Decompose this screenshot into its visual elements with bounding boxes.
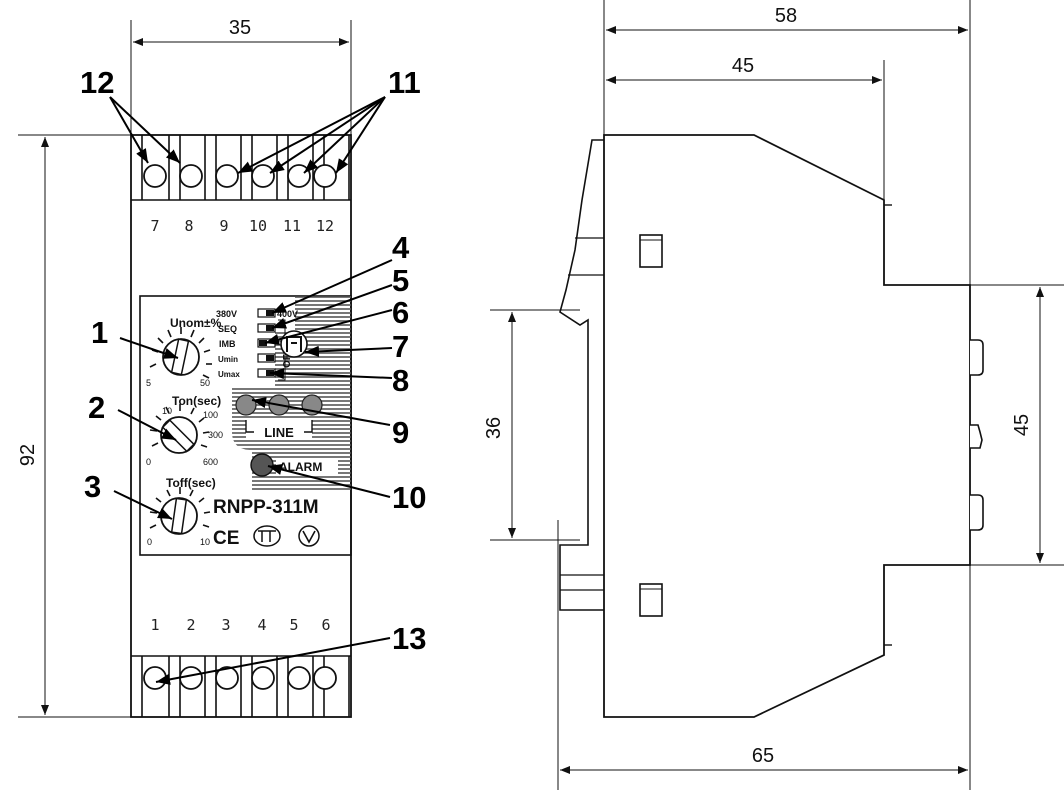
callout-5: 5 — [392, 263, 409, 298]
model-name: RNPP-311M — [213, 497, 319, 518]
terminal-label-9: 9 — [219, 217, 228, 235]
knob-ton-300: 300 — [208, 430, 223, 440]
terminal-label-6: 6 — [321, 616, 330, 634]
terminal-screw-12 — [313, 164, 337, 188]
front-cover-profile — [559, 139, 604, 611]
terminal-screw-3 — [215, 666, 239, 690]
terminal-label-7: 7 — [150, 217, 159, 235]
terminal-label-3: 3 — [221, 616, 230, 634]
ce-mark: CE — [213, 528, 239, 549]
knob-unom-max: 50 — [200, 378, 210, 388]
terminal-label-11: 11 — [283, 217, 301, 235]
knob-ton-10: 10 — [162, 406, 172, 416]
terminal-screw-10 — [251, 164, 275, 188]
terminal-label-4: 4 — [257, 616, 266, 634]
terminal-label-2: 2 — [186, 616, 195, 634]
callout-11: 11 — [388, 65, 421, 100]
callout-7: 7 — [392, 329, 409, 364]
dim-58: 58 — [775, 5, 797, 27]
dip-label-seq: SEQ — [218, 324, 237, 334]
callout-10: 10 — [392, 480, 426, 515]
dim-width: 35 — [229, 17, 251, 39]
dim-height: 92 — [17, 444, 39, 466]
callout-13: 13 — [392, 621, 426, 656]
terminal-screw-6 — [313, 666, 337, 690]
callout-1: 1 — [91, 315, 108, 350]
knob-ton-100: 100 — [203, 410, 218, 420]
callout-4: 4 — [392, 230, 410, 265]
callout-3: 3 — [84, 469, 101, 504]
dim-45-depth: 45 — [732, 55, 754, 77]
alarm-label: ALARM — [279, 460, 322, 474]
bottom-terminal-block: 1 2 3 4 5 6 — [131, 616, 351, 717]
terminal-label-8: 8 — [184, 217, 193, 235]
terminal-label-1: 1 — [150, 616, 159, 634]
line-label: LINE — [264, 425, 294, 440]
front-panel: Unom±% 5 50 Ton(sec) 10 100 300 0 600 — [139, 295, 352, 556]
knob-ton-600: 600 — [203, 457, 218, 467]
front-view: 35 92 7 8 9 — [17, 17, 426, 718]
alarm-led — [250, 453, 274, 477]
certification-check-icon — [298, 525, 320, 547]
pct-mark-icon — [253, 525, 281, 547]
knob-ton-title: Ton(sec) — [172, 394, 221, 408]
dip-label-umax: Umax — [218, 370, 240, 379]
dim-45-rail: 45 — [1011, 414, 1033, 436]
knob-ton-0: 0 — [146, 457, 151, 467]
line-led-1 — [235, 394, 257, 416]
dip-label-off: OFF — [282, 348, 293, 368]
dip-label-400v: 400V — [277, 309, 298, 319]
rail-clip-middle — [970, 424, 983, 449]
knob-toff[interactable] — [149, 487, 211, 535]
dim-65: 65 — [752, 745, 774, 767]
callout-12: 12 — [80, 65, 114, 100]
rail-clip-top — [970, 339, 984, 376]
hatched-area — [232, 296, 351, 492]
terminal-screw-8 — [179, 164, 203, 188]
terminal-label-12: 12 — [316, 217, 334, 235]
knob-ton[interactable] — [149, 404, 210, 454]
callout-9: 9 — [392, 415, 409, 450]
terminal-screw-5 — [287, 666, 311, 690]
knob-toff-min: 0 — [147, 537, 152, 547]
knob-unom-min: 5 — [146, 378, 151, 388]
terminal-screw-2 — [179, 666, 203, 690]
dim-36: 36 — [483, 417, 505, 439]
side-view: 58 45 65 36 45 — [483, 0, 1064, 790]
side-latch-top — [639, 234, 663, 268]
terminal-label-10: 10 — [249, 217, 267, 235]
callout-8: 8 — [392, 363, 409, 398]
callout-2: 2 — [88, 390, 105, 425]
callout-6: 6 — [392, 295, 409, 330]
dip-label-380v: 380V — [216, 309, 237, 319]
rail-clip-bottom — [970, 494, 984, 531]
callout-leaders — [109, 96, 393, 685]
side-latch-bottom — [639, 583, 663, 617]
terminal-screw-4 — [251, 666, 275, 690]
terminal-screw-1 — [143, 666, 167, 690]
dip-label-imb: IMB — [219, 339, 236, 349]
terminal-screw-11 — [287, 164, 311, 188]
top-terminal-block: 7 8 9 10 11 12 — [131, 135, 351, 235]
terminal-screw-9 — [215, 164, 239, 188]
side-housing — [603, 134, 971, 718]
dip-label-umin: Umin — [218, 355, 238, 364]
knob-toff-max: 10 — [200, 537, 210, 547]
knob-toff-title: Toff(sec) — [166, 476, 216, 490]
knob-unom-title: Unom±% — [170, 316, 222, 330]
terminal-screw-7 — [143, 164, 167, 188]
terminal-label-5: 5 — [289, 616, 298, 634]
